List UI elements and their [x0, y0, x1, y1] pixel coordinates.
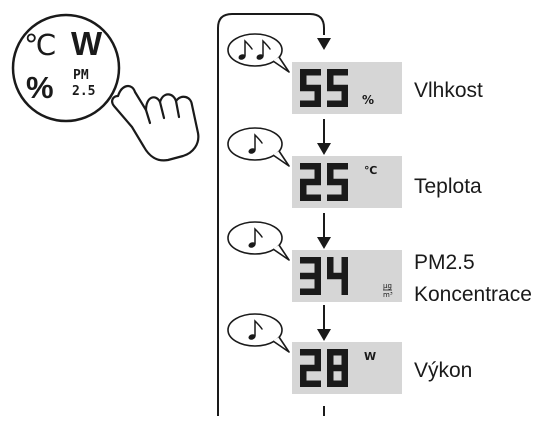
- digit-segment: [300, 257, 321, 264]
- digit-segment: [300, 100, 321, 107]
- digit-segment: [327, 349, 334, 368]
- digit-segment: [300, 349, 321, 356]
- display-unit: ℃: [364, 164, 377, 177]
- digit-segment: [327, 163, 348, 170]
- cycle-loop-line: [217, 13, 325, 416]
- speech-bubble-tail: [272, 244, 290, 261]
- step-label-line: Koncentrace: [414, 283, 532, 306]
- digit-segment: [300, 84, 321, 92]
- digit-segment: [327, 100, 348, 107]
- digit-segment: [314, 276, 321, 295]
- digit-segment: [300, 178, 321, 186]
- step-label-3: Výkon: [414, 358, 472, 384]
- digit-segment: [341, 88, 348, 107]
- digit-segment: [327, 364, 348, 372]
- digit-segment: [314, 163, 321, 182]
- cycle-arrow-icon: [317, 38, 331, 50]
- pm-label-top: PM: [73, 68, 89, 83]
- mode-step: %: [227, 33, 402, 114]
- digit-segment: [341, 257, 348, 276]
- display-unit: W: [364, 350, 376, 363]
- watt-symbol: W: [71, 25, 103, 62]
- mode-step: W: [227, 305, 402, 394]
- display-unit: m³: [383, 291, 393, 299]
- digit-segment: [341, 349, 348, 368]
- digit-segment: [327, 69, 334, 88]
- digit-segment: [300, 364, 321, 372]
- down-arrow-head: [317, 143, 331, 155]
- digit-segment: [327, 349, 348, 356]
- step-label-line: PM2.5: [414, 251, 475, 274]
- display-unit: µg: [383, 282, 392, 290]
- digit-segment: [327, 178, 348, 186]
- step-label-0: Vlhkost: [414, 78, 483, 104]
- music-note-icon: [256, 39, 271, 60]
- music-note-icon: [248, 133, 263, 154]
- step-label-1: Teplota: [414, 174, 482, 200]
- down-arrow-head: [317, 329, 331, 341]
- mode-step: ℃: [227, 119, 402, 208]
- speech-bubble-tail: [272, 56, 290, 73]
- digit-segment: [314, 88, 321, 107]
- digit-segment: [300, 194, 321, 201]
- digit-segment: [300, 368, 307, 387]
- digit-segment: [300, 272, 321, 280]
- digit-segment: [300, 182, 307, 201]
- speech-bubble-tail: [272, 150, 290, 167]
- music-note-icon: [248, 227, 263, 248]
- digit-segment: [300, 69, 307, 88]
- percent-symbol: %: [26, 70, 54, 105]
- digit-segment: [327, 194, 348, 201]
- digit-segment: [327, 368, 334, 387]
- digit-segment: [314, 257, 321, 276]
- digit-segment: [327, 380, 348, 387]
- step-label-line: Vlhkost: [414, 79, 483, 102]
- step-label-2: PM2.5 Koncentrace: [414, 250, 532, 308]
- digit-segment: [341, 182, 348, 201]
- mode-button: ℃ W % PM 2.5: [11, 13, 121, 123]
- digit-segment: [341, 276, 348, 295]
- digit-segment: [300, 163, 321, 170]
- hand-press-icon: [111, 85, 200, 162]
- pm-label-bottom: 2.5: [72, 84, 95, 99]
- down-arrow-head: [317, 237, 331, 249]
- digit-segment: [300, 69, 321, 76]
- speech-bubble-tail: [272, 336, 290, 353]
- digit-segment: [327, 163, 334, 182]
- digit-segment: [327, 84, 348, 92]
- digit-segment: [300, 380, 321, 387]
- step-label-line: Teplota: [414, 175, 482, 198]
- digit-segment: [314, 349, 321, 368]
- digit-segment: [300, 288, 321, 295]
- digit-segment: [327, 272, 348, 280]
- music-note-icon: [238, 39, 253, 60]
- digit-segment: [327, 69, 348, 76]
- display-unit: %: [362, 93, 374, 107]
- digit-segment: [341, 368, 348, 387]
- digit-segment: [327, 257, 334, 276]
- music-note-icon: [248, 319, 263, 340]
- step-label-line: Výkon: [414, 359, 473, 382]
- celsius-symbol: ℃: [24, 28, 57, 62]
